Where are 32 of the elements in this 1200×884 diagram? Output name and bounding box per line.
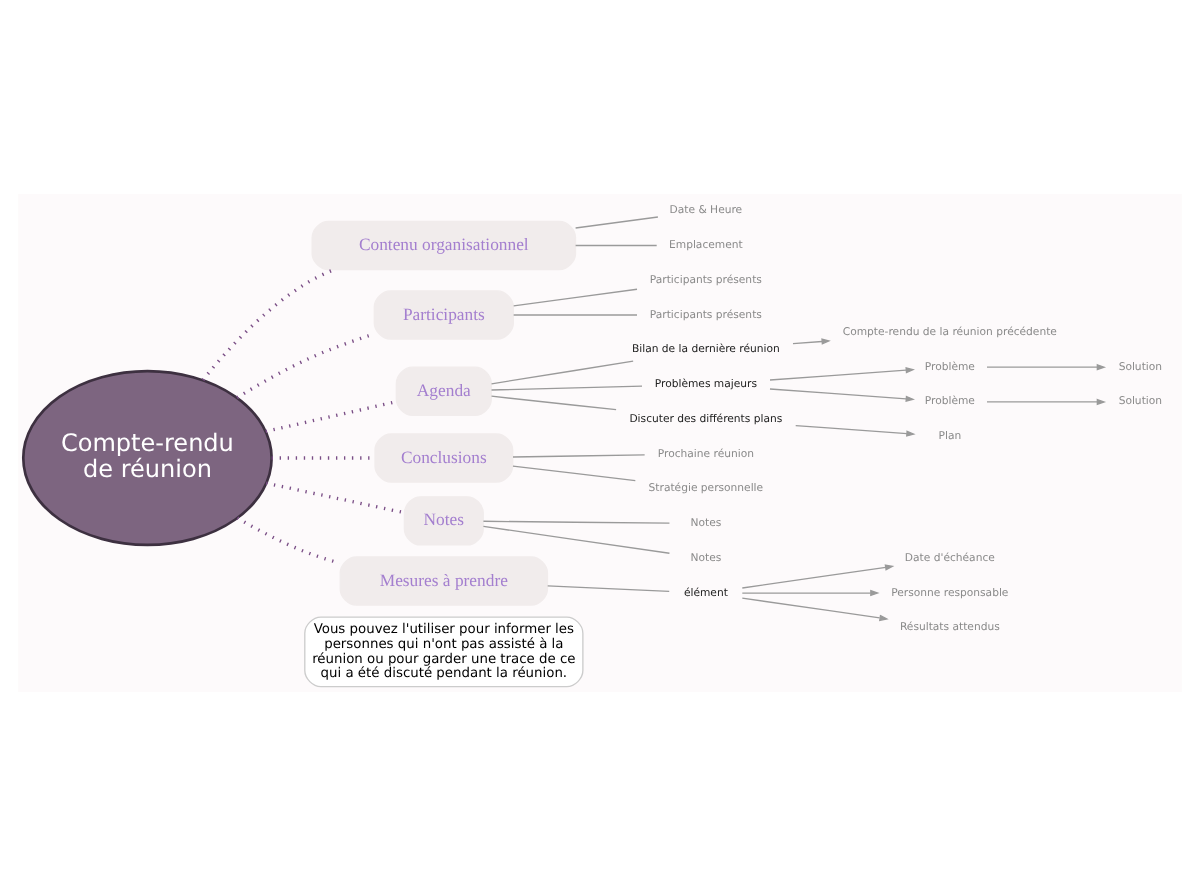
node-box: Conclusions bbox=[374, 432, 514, 482]
node-box: Participants bbox=[373, 289, 514, 339]
connector bbox=[265, 480, 405, 514]
arrow bbox=[769, 365, 915, 380]
connector bbox=[513, 313, 638, 315]
connector bbox=[512, 453, 646, 457]
connector bbox=[265, 399, 397, 433]
arrow bbox=[792, 337, 831, 344]
arrow bbox=[986, 362, 1107, 370]
node-box: Agenda bbox=[395, 365, 492, 415]
connector bbox=[513, 287, 638, 306]
node-box: Contenu organisationnel bbox=[311, 219, 577, 270]
arrow bbox=[741, 588, 880, 596]
node-box: Notes bbox=[403, 495, 484, 545]
connector bbox=[490, 384, 643, 390]
connector bbox=[482, 524, 671, 553]
node-ellipse: Compte-rendu de réunion bbox=[21, 368, 273, 546]
arrow bbox=[795, 423, 916, 436]
connector bbox=[236, 331, 375, 399]
connector bbox=[512, 464, 636, 481]
connector bbox=[482, 519, 671, 523]
connector bbox=[574, 215, 659, 228]
arrow bbox=[986, 397, 1107, 405]
connector bbox=[490, 394, 617, 410]
node-box: Mesures à prendre bbox=[339, 555, 549, 605]
connector bbox=[574, 243, 658, 246]
connector bbox=[201, 267, 335, 380]
connector bbox=[490, 359, 634, 384]
arrow bbox=[741, 563, 895, 588]
connector bbox=[547, 584, 670, 592]
arrow bbox=[741, 596, 889, 621]
arrow bbox=[769, 387, 915, 402]
